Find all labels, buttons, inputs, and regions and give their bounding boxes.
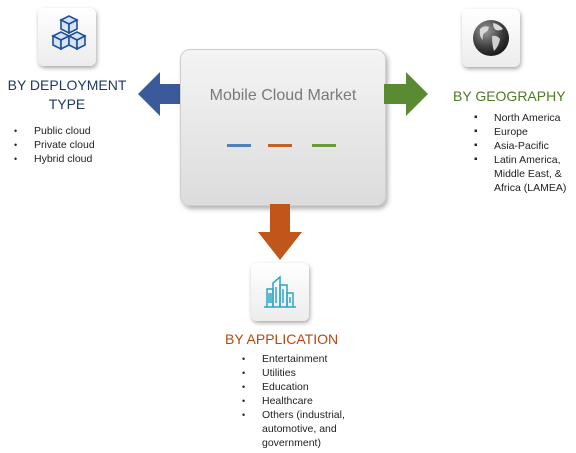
geography-icon-card <box>462 9 520 67</box>
list-item: Entertainment <box>242 352 345 366</box>
right-arrow <box>384 72 428 116</box>
cubes-icon <box>51 15 87 51</box>
list-item: Latin America, <box>474 153 566 167</box>
list-item: North America <box>474 111 566 125</box>
deployment-icon-card <box>38 8 96 66</box>
geography-list: North America Europe Asia-Pacific Latin … <box>474 111 566 195</box>
application-icon-card <box>251 263 309 321</box>
list-item: Utilities <box>242 366 345 380</box>
center-market-box: Mobile Cloud Market <box>180 49 386 206</box>
list-item: Others (industrial, <box>242 408 345 422</box>
list-item: Hybrid cloud <box>14 152 95 166</box>
list-item: government) <box>262 437 321 449</box>
application-list: Entertainment Utilities Education Health… <box>242 352 345 450</box>
list-item: Healthcare <box>242 394 345 408</box>
deployment-heading: BY DEPLOYMENT TYPE <box>7 77 127 112</box>
blue-dash <box>227 144 251 147</box>
list-item: Public cloud <box>14 124 95 138</box>
list-item: Asia-Pacific <box>474 139 566 153</box>
list-item: Private cloud <box>14 138 95 152</box>
list-item: Africa (LAMEA) <box>494 182 567 194</box>
application-heading: BY APPLICATION <box>225 331 339 347</box>
list-item: Education <box>242 380 345 394</box>
list-item: Middle East, & <box>494 168 562 180</box>
orange-dash <box>268 144 292 147</box>
globe-icon <box>473 20 509 56</box>
buildings-icon <box>264 275 296 308</box>
left-arrow <box>138 72 182 116</box>
deployment-list: Public cloud Private cloud Hybrid cloud <box>14 124 95 166</box>
green-dash <box>312 144 336 147</box>
center-title: Mobile Cloud Market <box>209 87 357 104</box>
geography-heading: BY GEOGRAPHY <box>453 88 566 104</box>
down-arrow <box>258 204 302 260</box>
list-item: Europe <box>474 125 566 139</box>
list-item: automotive, and <box>262 423 337 435</box>
